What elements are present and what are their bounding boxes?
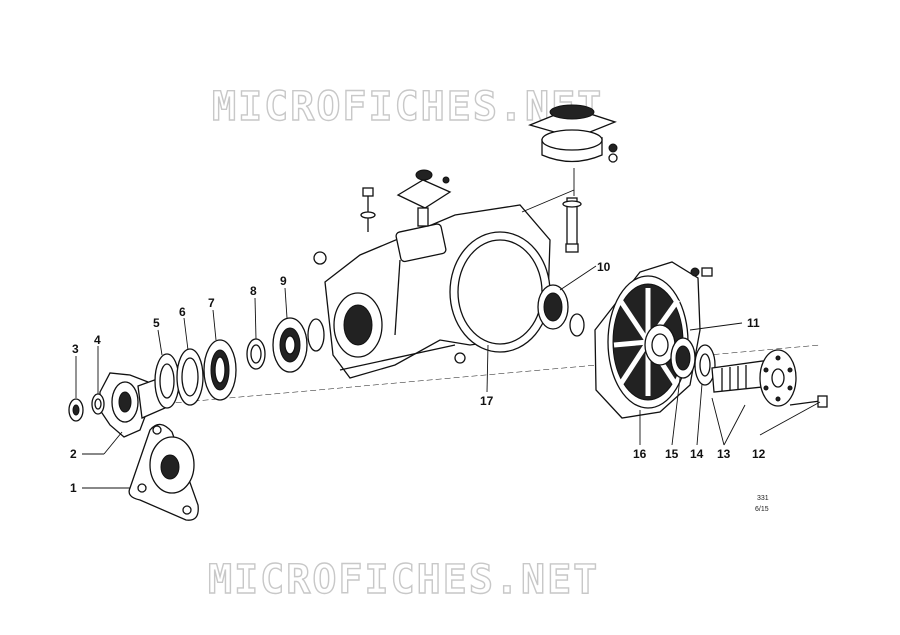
callout-2: 2: [70, 447, 77, 461]
part-final-drive-housing: [313, 204, 551, 379]
callout-6: 6: [179, 305, 186, 319]
callout-10: 10: [597, 260, 611, 274]
part-washer: [91, 393, 105, 415]
callout-3: 3: [72, 342, 79, 356]
reference-sheet: 6/15: [755, 506, 769, 513]
callout-11: 11: [747, 316, 760, 330]
part-spacer: [246, 338, 266, 370]
callout-9: 9: [280, 274, 287, 288]
callout-13: 13: [717, 447, 731, 461]
part-drive-flange: [99, 372, 166, 438]
callout-4: 4: [94, 333, 101, 347]
callout-16: 16: [633, 447, 647, 461]
part-oil-seal: [537, 284, 585, 337]
part-housing-cover: [594, 261, 713, 419]
part-flange-bolt: [789, 395, 828, 408]
callout-14: 14: [690, 447, 704, 461]
callout-15: 15: [665, 447, 679, 461]
part-tapered-bearing: [203, 339, 237, 401]
part-mounting-bracket: [128, 423, 199, 521]
callout-5: 5: [153, 316, 160, 330]
callout-17: 17: [480, 394, 494, 408]
part-ball-bearing: [272, 317, 325, 373]
part-cover-plate: [396, 169, 452, 227]
callout-1: 1: [70, 481, 77, 495]
callout-12: 12: [752, 447, 766, 461]
part-shaft-seal: [154, 353, 180, 409]
part-tapered-bearing-outer: [176, 348, 204, 406]
callout-7: 7: [208, 296, 215, 310]
part-output-bearing: [670, 337, 696, 379]
leader-lines: [75, 265, 821, 489]
callout-8: 8: [250, 284, 257, 298]
part-nut: [68, 398, 84, 422]
part-rubber-mount: [521, 104, 618, 253]
reference-code: 331: [757, 495, 769, 502]
watermark-bottom: MICROFICHES.NET: [208, 557, 599, 603]
watermark-top: MICROFICHES.NET: [212, 84, 603, 130]
part-housing-bolt: [360, 187, 376, 232]
part-output-seal: [694, 344, 716, 386]
part-output-flange-shaft: [711, 349, 797, 407]
